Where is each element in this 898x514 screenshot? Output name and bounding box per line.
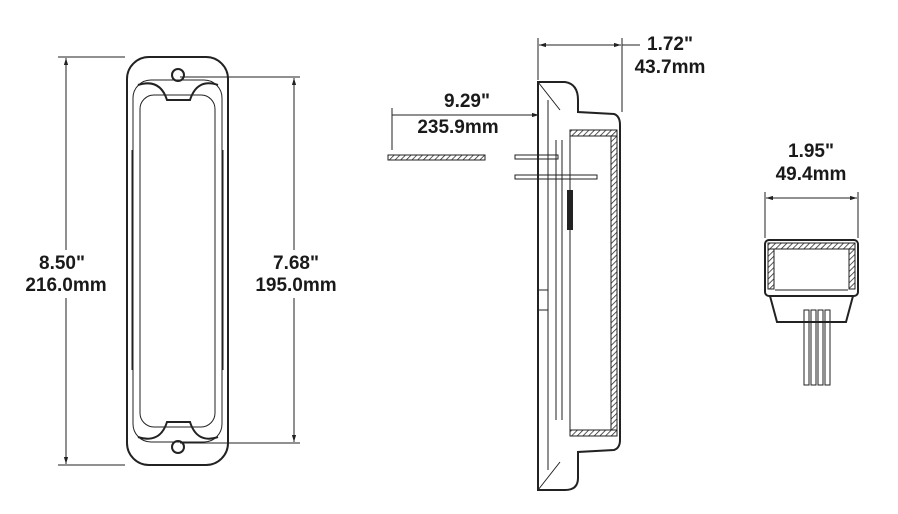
bottom-mount-ear [137, 421, 219, 440]
depth-dimension: 1.72" 43.7mm [537, 34, 706, 112]
overall-length-dimension: 8.50" 216.0mm [25, 56, 125, 466]
overall-length-mm: 216.0mm [25, 275, 106, 296]
thickness-dimension: 9.29" 235.9mm [387, 91, 539, 161]
width-mm: 49.4mm [776, 164, 847, 185]
thickness-inches: 9.29" [444, 91, 490, 112]
mounting-length-mm: 195.0mm [255, 275, 336, 296]
thickness-mm: 235.9mm [417, 117, 498, 138]
front-view [126, 56, 229, 466]
depth-inches: 1.72" [647, 34, 693, 55]
width-inches: 1.95" [788, 141, 834, 162]
side-housing [537, 81, 621, 491]
thickness-section [387, 154, 486, 161]
top-mount-ear [137, 82, 219, 101]
end-view: 1.95" 49.4mm [764, 141, 859, 386]
end-base [768, 295, 855, 323]
depth-mm: 43.7mm [635, 57, 706, 78]
housing-outline [126, 56, 229, 466]
mounting-length-inches: 7.68" [273, 253, 319, 274]
lens-inner [139, 94, 216, 428]
top-mount-hole [171, 68, 185, 82]
overall-length-inches: 8.50" [39, 253, 85, 274]
bottom-mount-hole [171, 440, 185, 454]
wire-leads [803, 309, 831, 386]
side-view [514, 81, 621, 491]
mounting-length-dimension: 7.68" 195.0mm [180, 76, 337, 444]
